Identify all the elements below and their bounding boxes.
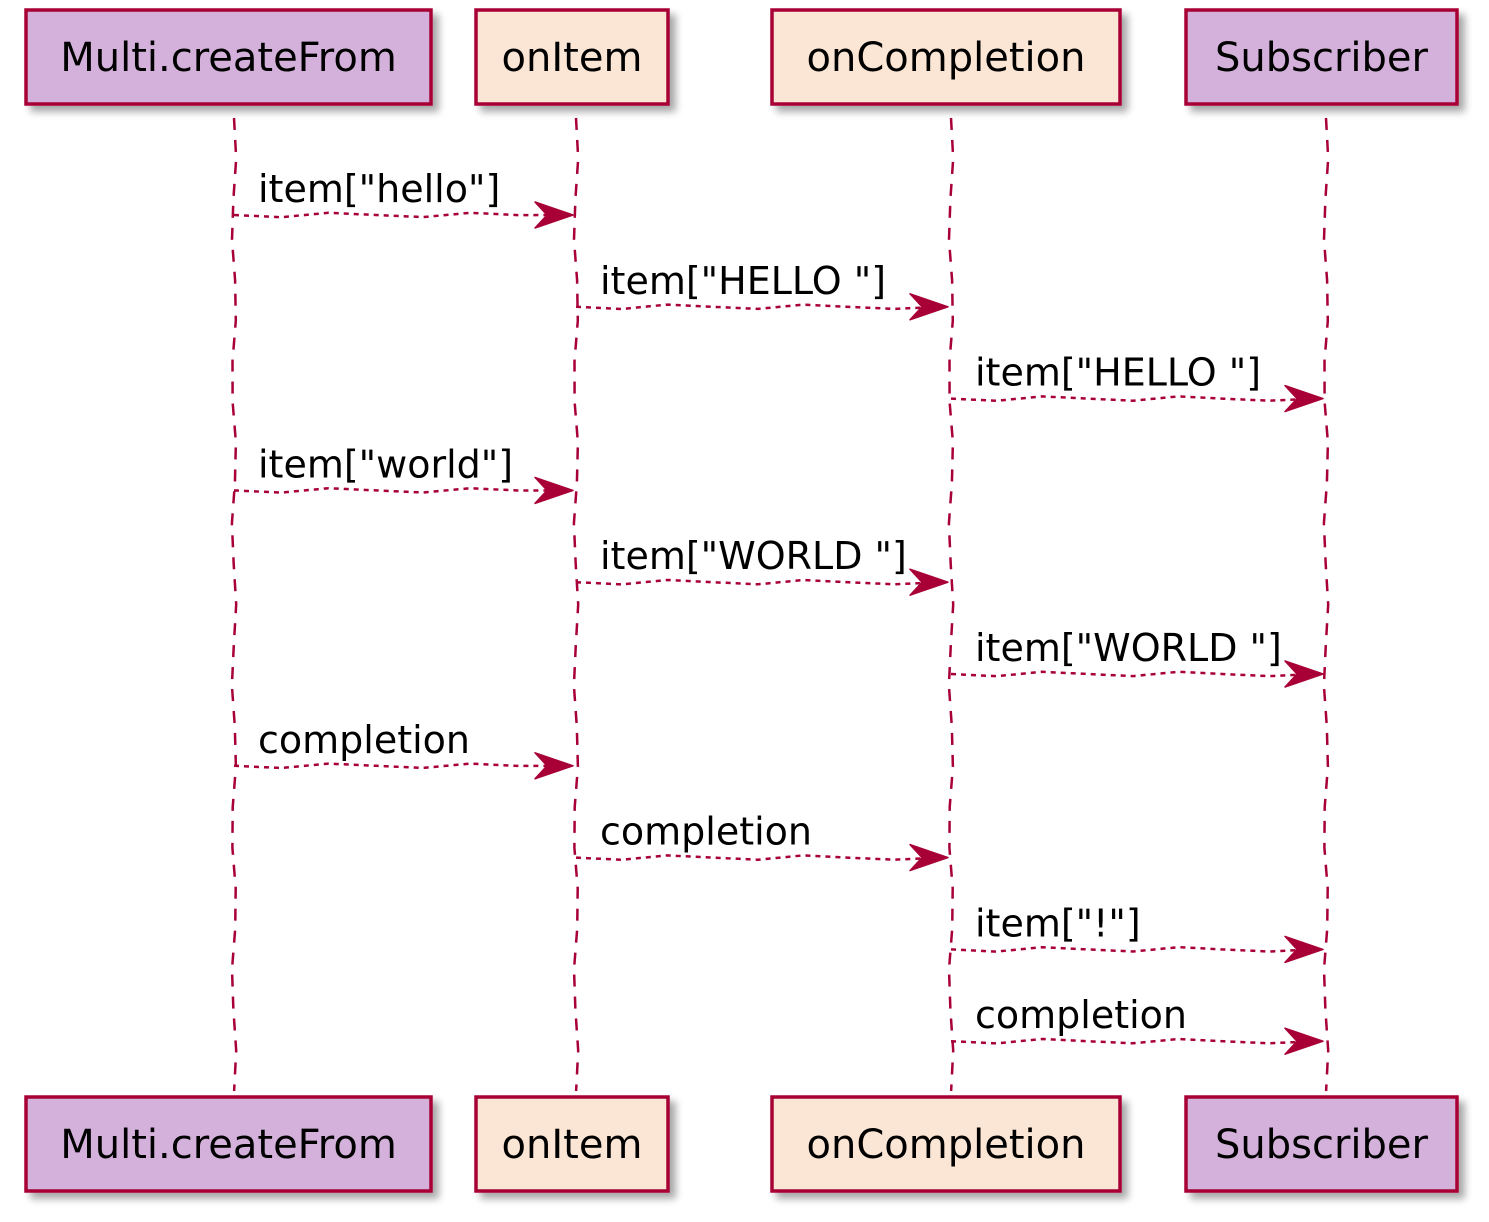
lifeline-multi xyxy=(230,117,238,1092)
participant-onitem-top: onItem xyxy=(474,8,670,106)
message-label: completion xyxy=(600,810,812,854)
message: item["!"] xyxy=(950,901,1324,964)
participant-oncompletion-bottom: onCompletion xyxy=(770,1095,1122,1193)
message-arrow-line xyxy=(950,670,1316,678)
participant-box-subscriber xyxy=(1184,1095,1459,1193)
participant-subscriber-bottom: Subscriber xyxy=(1184,1095,1459,1193)
participant-oncompletion-top: onCompletion xyxy=(770,8,1122,106)
participant-box-onitem xyxy=(474,1095,670,1193)
message-arrowhead xyxy=(1284,1027,1324,1055)
message-arrowhead xyxy=(534,476,574,505)
message: item["WORLD "] xyxy=(950,626,1324,688)
message-arrow-line xyxy=(950,395,1316,403)
messages: item["hello"] item["HELLO "] item["HELLO "… xyxy=(233,167,1324,1055)
participant-box-multi xyxy=(24,1095,433,1193)
message-arrowhead xyxy=(909,843,949,872)
message-arrowhead xyxy=(1284,935,1324,964)
participant-label-multi: Multi.createFrom xyxy=(60,35,397,81)
participant-onitem-bottom: onItem xyxy=(474,1095,670,1193)
participant-multi-top: Multi.createFrom xyxy=(24,8,433,106)
message-arrow-line xyxy=(575,303,941,311)
message: item["hello"] xyxy=(233,167,574,229)
participant-multi-bottom: Multi.createFrom xyxy=(24,1095,433,1193)
message-arrow-line xyxy=(950,1037,1316,1045)
participant-label-oncompletion: onCompletion xyxy=(807,35,1086,81)
participants-footer: Multi.createFrom onItem onCompletion Subscr… xyxy=(24,1095,1459,1193)
participant-label-oncompletion: onCompletion xyxy=(807,1122,1086,1168)
message: completion xyxy=(950,993,1324,1055)
message-arrowhead xyxy=(909,568,949,596)
message-label: completion xyxy=(258,718,470,762)
participant-label-subscriber: Subscriber xyxy=(1215,35,1429,81)
message-arrowhead xyxy=(1284,384,1324,413)
lifelines xyxy=(230,117,1330,1092)
participant-label-subscriber: Subscriber xyxy=(1215,1122,1429,1168)
message-arrow-line xyxy=(575,854,941,862)
lifeline-oncompletion xyxy=(947,117,955,1092)
message-arrowhead xyxy=(534,201,574,229)
message-arrowhead xyxy=(909,293,949,321)
participant-box-oncompletion xyxy=(770,1095,1122,1193)
message: completion xyxy=(233,718,574,780)
participant-subscriber-top: Subscriber xyxy=(1184,8,1459,106)
message-label: item["HELLO "] xyxy=(600,259,886,303)
lifeline-onitem xyxy=(572,117,580,1092)
message-label: item["!"] xyxy=(975,901,1141,945)
message-label: item["WORLD "] xyxy=(975,626,1282,670)
message: completion xyxy=(575,810,949,872)
participant-box-multi xyxy=(24,8,433,106)
participants-header: Multi.createFrom onItem onCompletion Subscr… xyxy=(24,8,1459,106)
message-arrow-line xyxy=(233,762,566,770)
participant-box-onitem xyxy=(474,8,670,106)
participant-label-onitem: onItem xyxy=(502,35,643,81)
message-arrow-line xyxy=(575,578,941,586)
lifeline-subscriber xyxy=(1322,117,1330,1092)
message-label: item["hello"] xyxy=(258,167,500,211)
message: item["HELLO "] xyxy=(950,351,1324,413)
message-arrow-line xyxy=(233,486,566,494)
message-arrow-line xyxy=(233,211,566,219)
message-arrowhead xyxy=(534,752,574,780)
message: item["WORLD "] xyxy=(575,534,949,596)
participant-box-subscriber xyxy=(1184,8,1459,106)
message-label: item["world"] xyxy=(258,442,513,486)
message-label: item["HELLO "] xyxy=(975,351,1261,395)
message-label: completion xyxy=(975,993,1187,1037)
participant-label-multi: Multi.createFrom xyxy=(60,1122,397,1168)
message-arrow-line xyxy=(950,945,1316,953)
participant-box-oncompletion xyxy=(770,8,1122,106)
message-arrowhead xyxy=(1284,660,1324,688)
message: item["HELLO "] xyxy=(575,259,949,321)
message: item["world"] xyxy=(233,442,574,505)
message-label: item["WORLD "] xyxy=(600,534,907,578)
participant-label-onitem: onItem xyxy=(502,1122,643,1168)
